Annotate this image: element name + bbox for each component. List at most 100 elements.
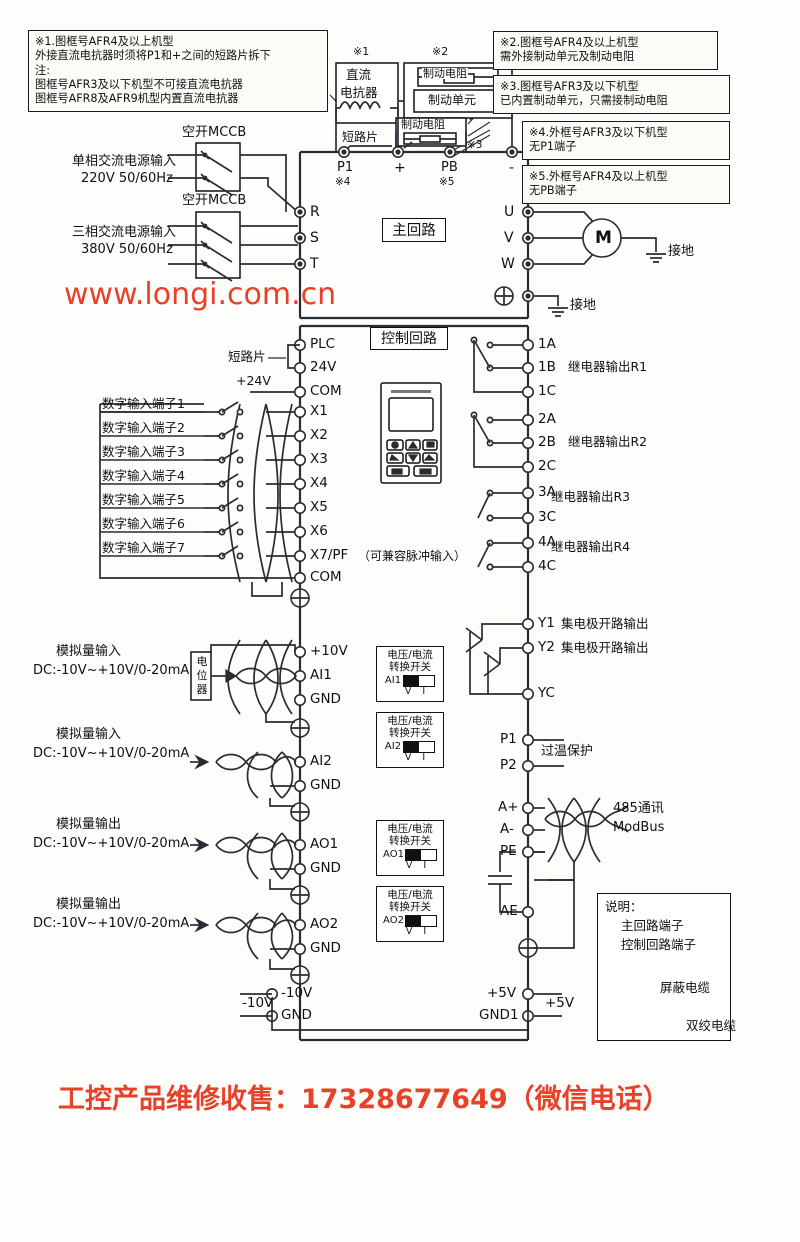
terminal-p1-note: ※4 [335, 176, 351, 188]
terminal-plus10v-label: +10V [310, 643, 348, 659]
switch-ai1-v-label: V [404, 685, 412, 697]
switch-ao1-id: AO1 [383, 848, 404, 860]
watermark-url: www.longi.com.cn [64, 277, 337, 312]
potentiometer-char-1: 电 [196, 655, 208, 668]
terminal-y2-label: Y2 [538, 639, 555, 655]
plus24v-label: +24V [236, 373, 271, 388]
note-2-line-1: ※2.图框号AFR4及以上机型 [500, 36, 639, 49]
terminal-x7pf-label: X7/PF [310, 547, 349, 563]
terminal-com-bottom-label: COM [310, 569, 342, 585]
analog-input-2-title: 模拟量输入 [56, 727, 122, 742]
terminal-1c-label: 1C [538, 383, 557, 399]
mccb-single-label: 空开MCCB [182, 125, 247, 140]
brake-unit-label: 制动单元 [427, 93, 478, 107]
note-4-line-1: ※4.外框号AFR3及以下机型 [529, 126, 668, 139]
switch-ao2-v-label: V [405, 925, 413, 937]
note-4: ※4.外框号AFR3及以下机型 无P1端子 [522, 121, 730, 160]
note-1: ※1.图框号AFR4及以上机型 外接直流电抗器时须将P1和+之间的短路片拆下 注… [28, 30, 328, 112]
terminal-plus-label: + [394, 160, 406, 176]
switch-ai2-toggle[interactable] [403, 740, 436, 753]
three-phase-label-line1: 三相交流电源输入 [72, 225, 177, 240]
footer-contact-text: 工控产品维修收售：17328677649（微信电话） [58, 1084, 670, 1115]
brake-resistor-top-label: 制动电阻 [422, 67, 468, 80]
terminal-1a-label: 1A [538, 336, 556, 352]
short-bar-dc-label: 短路片 [341, 130, 380, 144]
note-1-line-2: 外接直流电抗器时须将P1和+之间的短路片拆下 [35, 49, 271, 63]
terminal-pb-note: ※5 [439, 176, 455, 188]
switch-ai2-v-label: V [404, 751, 412, 763]
analog-input-1-title: 模拟量输入 [56, 644, 122, 659]
open-collector-y2-label: 集电极开路输出 [561, 640, 649, 655]
terminal-4c-label: 4C [538, 558, 557, 574]
legend-twisted-cable-label: 双绞电缆 [686, 1018, 737, 1033]
analog-output-2-range: DC:-10V~+10V/0-20mA [33, 916, 190, 931]
terminal-yc-label: YC [538, 685, 555, 701]
note-5-line-2: 无PB端子 [529, 184, 577, 198]
terminal-2a-label: 2A [538, 411, 556, 427]
switch-ai2-box[interactable]: 电压/电流 转换开关 AI2 V I [376, 712, 444, 768]
single-phase-label-line1: 单相交流电源输入 [72, 154, 177, 169]
mark-1-label: ※1 [353, 45, 370, 58]
note-5: ※5.外框号AFR4及以上机型 无PB端子 [522, 165, 730, 204]
note-1-line-5: 图框号AFR8及AFR9机型内置直流电抗器 [35, 92, 239, 106]
digital-input-label-4: 数字输入端子4 [102, 468, 185, 483]
terminal-2b-label: 2B [538, 434, 556, 450]
switch-ai1-toggle[interactable] [403, 674, 436, 687]
open-collector-y1-label: 集电极开路输出 [561, 616, 649, 631]
digital-input-label-6: 数字输入端子6 [102, 516, 185, 531]
note-1-line-1: ※1.图框号AFR4及以上机型 [35, 35, 174, 48]
terminal-t-label: T [310, 256, 319, 272]
switch-ai1-box[interactable]: 电压/电流 转换开关 AI1 V I [376, 646, 444, 702]
analog-output-1-range: DC:-10V~+10V/0-20mA [33, 836, 190, 851]
digital-input-label-2: 数字输入端子2 [102, 420, 185, 435]
control-circuit-title: 控制回路 [370, 327, 448, 350]
terminal-u-label: U [504, 204, 515, 220]
switch-ai1-line2: 转换开关 [389, 660, 431, 673]
terminal-v-label: V [504, 230, 514, 246]
terminal-pe-label: PE [500, 843, 517, 859]
switch-ai2-i-label: I [422, 751, 426, 763]
motor-symbol-label: M [595, 228, 612, 248]
switch-ai2-line1: 电压/电流 [387, 715, 433, 727]
mccb-three-label: 空开MCCB [182, 193, 247, 208]
switch-ao2-toggle[interactable] [404, 914, 437, 927]
terminal-x3-label: X3 [310, 451, 328, 467]
note-1-line-3: 注: [35, 63, 50, 77]
legend-control-terminal-label: 控制回路端子 [621, 937, 697, 952]
relay-output-r1-label: 继电器输出R1 [568, 359, 648, 374]
terminal-gnd-ai1-label: GND [310, 691, 341, 707]
legend-main-terminal-label: 主回路端子 [621, 918, 684, 933]
terminal-ai2-label: AI2 [310, 753, 332, 769]
legend-box [597, 893, 731, 1041]
terminal-plus5v-label: +5V [487, 985, 517, 1001]
terminal-4a-label: 4A [538, 534, 556, 550]
legend-shielded-cable-label: 屏蔽电缆 [660, 980, 711, 995]
note-2-line-2: 需外接制动单元及制动电阻 [500, 50, 635, 64]
legend-title: 说明： [605, 899, 643, 914]
three-phase-label-line2: 380V 50/60Hz [81, 242, 173, 257]
switch-ai1-line1: 电压/电流 [387, 649, 433, 661]
note-4-line-2: 无P1端子 [529, 140, 577, 154]
note-5-line-1: ※5.外框号AFR4及以上机型 [529, 170, 668, 183]
minus10v-source-label: -10V [242, 995, 274, 1011]
mark-2-label: ※2 [432, 45, 449, 58]
drive-ground-label: 接地 [570, 298, 597, 313]
main-circuit-title-text: 主回路 [392, 223, 436, 239]
digital-input-label-5: 数字输入端子5 [102, 492, 185, 507]
switch-ao2-box[interactable]: 电压/电流 转换开关 AO2 V I [376, 886, 444, 942]
terminal-ai1-label: AI1 [310, 667, 332, 683]
terminal-x2-label: X2 [310, 427, 328, 443]
terminal-r-label: R [310, 204, 320, 220]
switch-ao1-box[interactable]: 电压/电流 转换开关 AO1 V I [376, 820, 444, 876]
dc-reactor-label-line1: 直流 [346, 67, 372, 82]
terminal-p1-thermal-label: P1 [500, 731, 517, 747]
terminal-gnd-ai2-label: GND [310, 777, 341, 793]
terminal-ao2-label: AO2 [310, 916, 339, 932]
short-bar-control-label: 短路片 [228, 349, 266, 364]
switch-ao1-toggle[interactable] [404, 848, 437, 861]
terminal-2c-label: 2C [538, 458, 557, 474]
switch-ai2-line2: 转换开关 [389, 726, 431, 739]
terminal-pb-label: PB [441, 160, 458, 175]
mark-3-label: ※3 [467, 139, 483, 151]
